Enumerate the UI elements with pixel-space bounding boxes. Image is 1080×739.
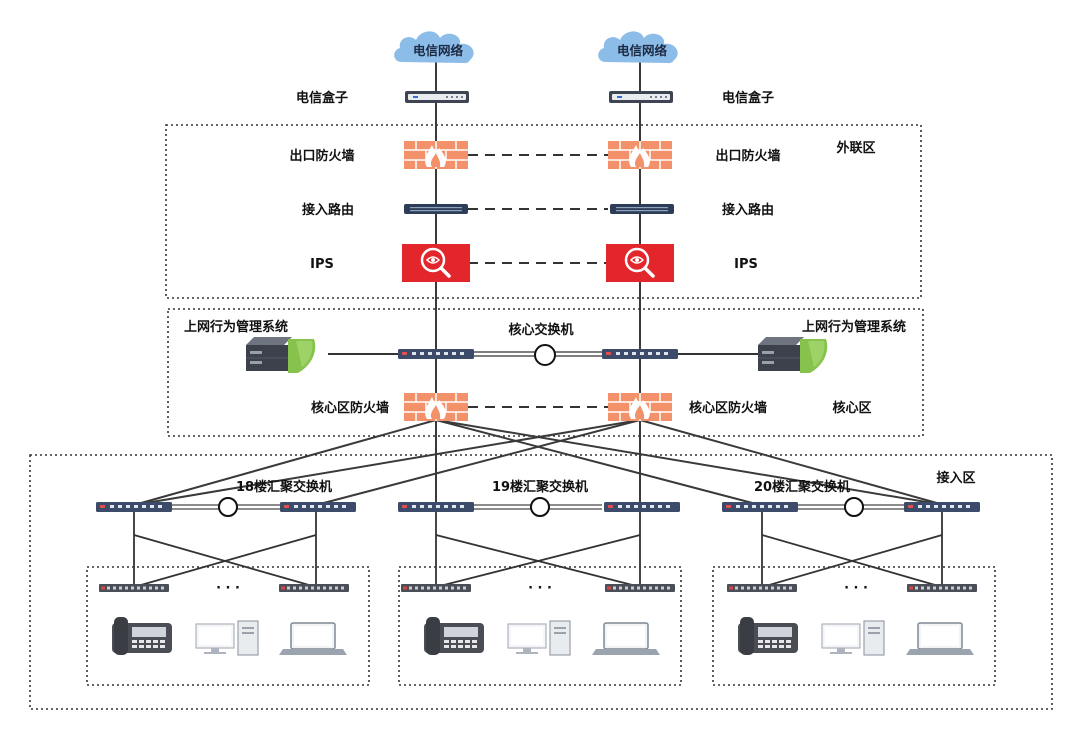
cloud-left-label: 电信网络 (413, 43, 464, 58)
cloud-right-label: 电信网络 (617, 43, 668, 58)
laptop-icon (905, 622, 975, 656)
floor20-terminal-box (712, 566, 996, 686)
laptop-icon (278, 622, 348, 656)
core-firewall-left-icon (403, 392, 469, 422)
ip-phone-icon (112, 617, 172, 655)
desktop-pc-icon (821, 620, 885, 656)
zone-external-label: 外联区 (835, 140, 875, 156)
ip-phone-icon (738, 617, 798, 655)
access-router-right-icon (610, 204, 674, 214)
agg19-label: 19楼汇聚交换机 (492, 479, 588, 495)
zone-access-label: 接入区 (936, 470, 975, 486)
ips-right-icon (604, 242, 676, 284)
ips-left-icon (400, 242, 472, 284)
agg20-switch-right-icon (904, 502, 980, 512)
agg18-stack-ring (218, 497, 238, 517)
core-firewall-right-label: 核心区防火墙 (689, 400, 767, 416)
access-switch-icon (99, 584, 169, 592)
ips-right-label: IPS (734, 257, 758, 272)
zone-access-box (29, 454, 1053, 710)
access-router-left-icon (404, 204, 468, 214)
zone-core-box (167, 308, 924, 437)
exit-firewall-left-label: 出口防火墙 (289, 148, 354, 164)
core-switch-right-icon (602, 349, 678, 359)
core-stack-ring (534, 344, 556, 366)
desktop-pc-icon (195, 620, 259, 656)
modem-left-label: 电信盒子 (296, 90, 348, 106)
ellipsis-20: · · · (844, 581, 868, 596)
laptop-icon (591, 622, 661, 656)
access-switch-icon (727, 584, 797, 592)
behavior-mgmt-right-label: 上网行为管理系统 (802, 319, 906, 335)
modem-right-label: 电信盒子 (722, 90, 774, 106)
zone-external-box (165, 124, 922, 299)
exit-firewall-left-icon (403, 140, 469, 170)
agg20-label: 20楼汇聚交换机 (754, 479, 850, 495)
behavior-mgmt-left-label: 上网行为管理系统 (184, 319, 288, 335)
agg20-switch-left-icon (722, 502, 798, 512)
core-firewall-left-label: 核心区防火墙 (311, 400, 389, 416)
modem-left-icon (405, 91, 469, 103)
access-router-right-label: 接入路由 (722, 202, 774, 218)
access-switch-icon (401, 584, 471, 592)
ellipsis-18: · · · (216, 581, 240, 596)
modem-right-icon (609, 91, 673, 103)
access-switch-icon (605, 584, 675, 592)
desktop-pc-icon (507, 620, 571, 656)
ips-left-label: IPS (310, 257, 334, 272)
agg18-label: 18楼汇聚交换机 (236, 479, 332, 495)
exit-firewall-right-icon (607, 140, 673, 170)
behavior-mgmt-left-icon (245, 336, 316, 374)
ellipsis-19: · · · (528, 581, 552, 596)
exit-firewall-right-label: 出口防火墙 (715, 148, 780, 164)
core-switch-left-icon (398, 349, 474, 359)
floor19-terminal-box (398, 566, 682, 686)
agg19-stack-ring (530, 497, 550, 517)
agg19-switch-right-icon (604, 502, 680, 512)
access-router-left-label: 接入路由 (302, 202, 354, 218)
ip-phone-icon (424, 617, 484, 655)
agg19-switch-left-icon (398, 502, 474, 512)
agg18-switch-left-icon (96, 502, 172, 512)
zone-core-label: 核心区 (832, 400, 871, 416)
floor18-terminal-box (86, 566, 370, 686)
behavior-mgmt-right-icon (757, 336, 828, 374)
agg20-stack-ring (844, 497, 864, 517)
core-firewall-right-icon (607, 392, 673, 422)
agg18-switch-right-icon (280, 502, 356, 512)
access-switch-icon (907, 584, 977, 592)
access-switch-icon (279, 584, 349, 592)
core-switch-label: 核心交换机 (508, 322, 573, 338)
